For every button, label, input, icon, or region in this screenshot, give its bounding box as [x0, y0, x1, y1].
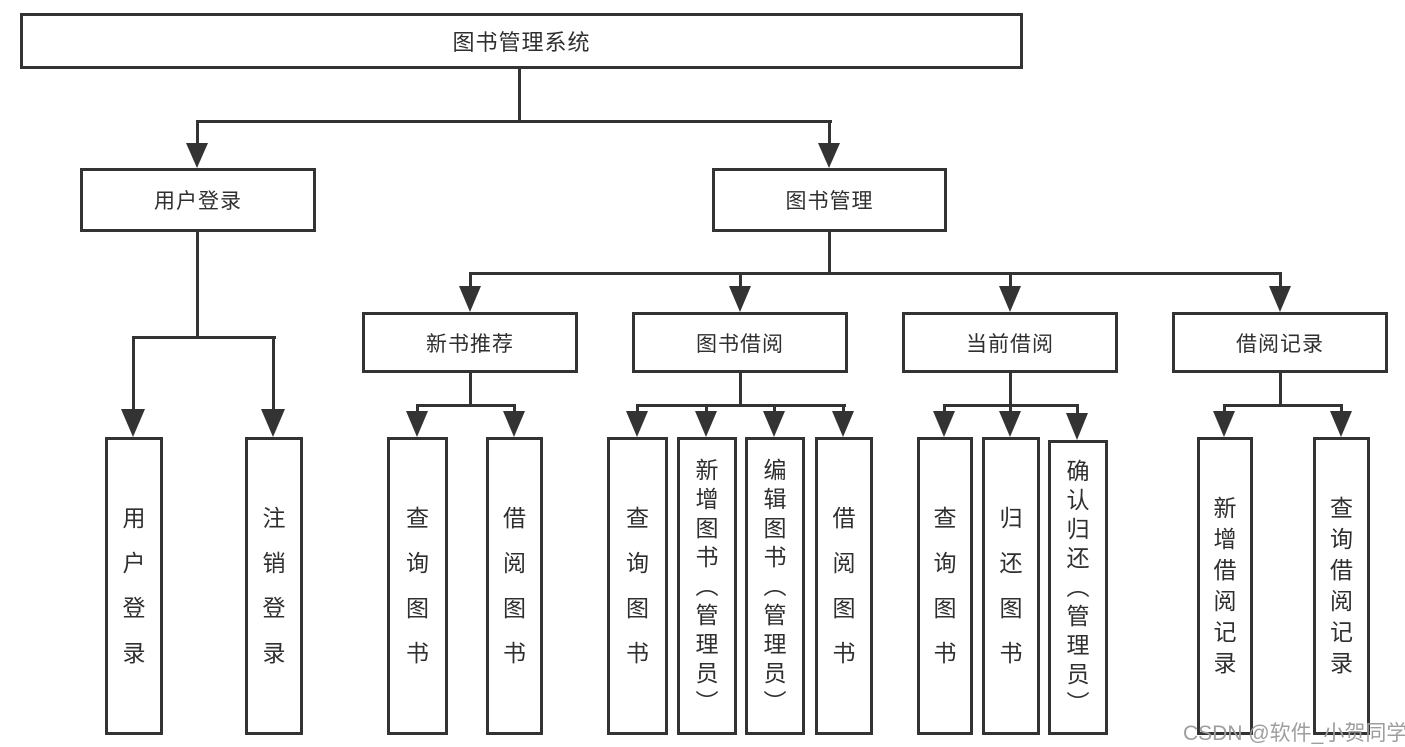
arrowhead — [406, 411, 428, 437]
connector-line — [1279, 272, 1282, 288]
connector-line — [469, 272, 472, 288]
connector-line — [1009, 373, 1012, 406]
connector-line — [196, 120, 832, 123]
connector-line — [1223, 404, 1226, 414]
node-user-login: 用户登录 — [80, 168, 316, 232]
arrowhead — [261, 409, 285, 437]
connector-line — [416, 404, 419, 414]
connector-line — [739, 373, 742, 406]
connector-line — [739, 272, 742, 288]
connector-line — [1279, 373, 1282, 406]
node-new-book-recommend: 新书推荐 — [362, 312, 578, 373]
connector-line — [272, 336, 275, 410]
node-borrow-records: 借阅记录 — [1172, 312, 1388, 373]
leaf-query-books-3: 查询图书 — [917, 437, 973, 735]
arrowhead — [999, 286, 1021, 312]
connector-line — [518, 68, 521, 120]
leaf-return-books: 归还图书 — [982, 437, 1040, 735]
leaf-add-borrow-record: 新增借阅记录 — [1197, 437, 1253, 735]
leaf-add-books-admin: 新增图书︵管理员︶ — [677, 437, 737, 735]
connector-line — [705, 404, 708, 414]
arrowhead — [121, 409, 145, 437]
arrowhead — [999, 411, 1021, 437]
leaf-query-books-1: 查询图书 — [387, 437, 448, 735]
connector-line — [1340, 404, 1343, 414]
leaf-borrow-books-2: 借阅图书 — [815, 437, 873, 735]
connector-line — [828, 232, 831, 273]
connector-line — [842, 404, 845, 414]
connector-line — [1224, 404, 1343, 407]
connector-line — [513, 404, 516, 414]
connector-line — [636, 404, 639, 414]
arrowhead — [763, 411, 785, 437]
node-current-borrowing: 当前借阅 — [902, 312, 1118, 373]
arrowhead — [503, 411, 525, 437]
connector-line — [132, 336, 276, 339]
arrowhead — [818, 143, 840, 168]
connector-line — [132, 336, 135, 410]
arrowhead — [186, 143, 208, 168]
connector-line — [196, 120, 199, 147]
leaf-query-borrow-record: 查询借阅记录 — [1313, 437, 1370, 735]
leaf-logout: 注销登录 — [245, 437, 303, 735]
leaf-query-books-2: 查询图书 — [607, 437, 668, 735]
arrowhead — [1213, 411, 1235, 437]
arrowhead — [933, 411, 955, 437]
connector-line — [417, 404, 516, 407]
leaf-borrow-books-1: 借阅图书 — [486, 437, 543, 735]
arrowhead — [1269, 286, 1291, 312]
arrowhead — [1066, 413, 1088, 440]
arrowhead — [729, 286, 751, 312]
arrowhead — [832, 411, 854, 437]
node-book-borrowing: 图书借阅 — [632, 312, 848, 373]
connector-line — [196, 232, 199, 336]
node-book-management: 图书管理 — [712, 168, 947, 232]
csdn-watermark: CSDN @软件_小贺同学 — [1183, 722, 1405, 745]
arrowhead — [695, 411, 717, 437]
leaf-confirm-return-admin: 确认归还︵管理员︶ — [1048, 440, 1108, 735]
connector-line — [1009, 272, 1012, 288]
leaf-edit-books-admin: 编辑图书︵管理员︶ — [745, 437, 805, 735]
connector-line — [469, 373, 472, 406]
arrowhead — [626, 411, 648, 437]
node-library-system: 图书管理系统 — [20, 13, 1023, 69]
connector-line — [828, 120, 831, 147]
arrowhead — [459, 286, 481, 312]
connector-line — [943, 404, 946, 414]
leaf-user-login: 用户登录 — [105, 437, 163, 735]
connector-line — [1009, 404, 1012, 414]
connector-line — [773, 404, 776, 414]
connector-line — [1076, 404, 1079, 414]
connector-line — [636, 404, 846, 407]
arrowhead — [1330, 411, 1352, 437]
connector-line — [469, 272, 1282, 275]
